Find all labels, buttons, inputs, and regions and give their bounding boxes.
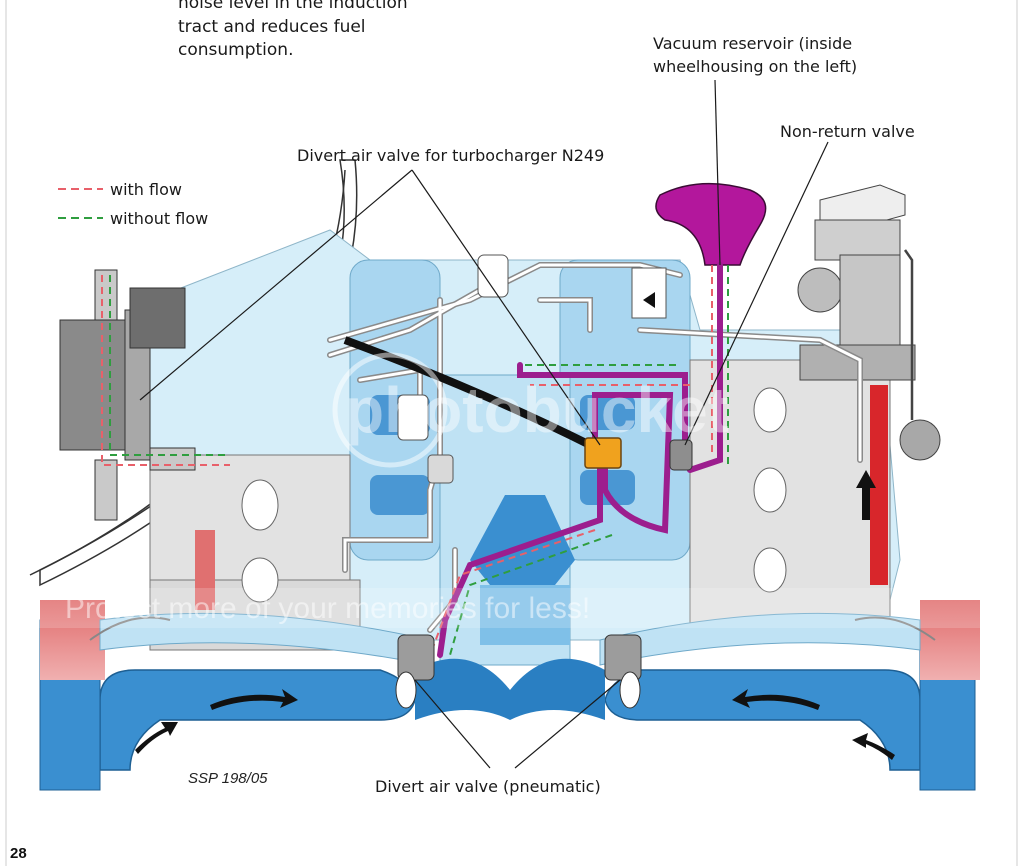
right-bore-1 xyxy=(753,387,787,433)
wiring-harness xyxy=(343,336,592,449)
n249-side-port-right xyxy=(149,447,196,471)
n249-side-port-top xyxy=(94,269,118,321)
connector-top xyxy=(477,254,509,298)
page-number: 28 xyxy=(10,845,27,862)
right-bore-2 xyxy=(753,467,787,513)
pneumatic-divert-valve-right xyxy=(604,634,642,681)
left-hot-side xyxy=(40,600,105,680)
throttle-lower xyxy=(480,585,570,645)
left-exhaust-pipe xyxy=(195,530,215,610)
n249-side-connector xyxy=(129,287,186,349)
watermark-logo: photobucket xyxy=(345,374,729,446)
charge-air-pipe-right xyxy=(604,669,921,771)
right-bore-3 xyxy=(753,547,787,593)
photobucket-watermark: photobucket Protect more of your memorie… xyxy=(30,352,990,628)
non-return-valve xyxy=(669,439,693,471)
n249-side-body xyxy=(59,319,131,451)
label-divert-valve-pneumatic: Divert air valve (pneumatic) xyxy=(375,777,601,796)
legend-without-flow-label: without flow xyxy=(110,209,208,228)
connector-left xyxy=(397,394,429,441)
label-divert-valve-n249: Divert air valve for turbocharger N249 xyxy=(297,146,604,165)
intro-text-line-2: tract and reduces fuel xyxy=(178,17,366,37)
right-cylinder-head xyxy=(689,359,891,641)
charge-air-junction xyxy=(415,658,605,720)
figure-id: SSP 198/05 xyxy=(188,770,268,787)
left-bore-1 xyxy=(241,479,279,531)
label-vacuum-reservoir-1: Vacuum reservoir (inside xyxy=(653,34,852,53)
wastegate-actuator xyxy=(899,419,941,461)
compressor-outlet-right xyxy=(599,612,921,666)
left-bore-2 xyxy=(241,557,279,603)
label-non-return-valve: Non-return valve xyxy=(780,122,915,141)
right-exhaust-pipe xyxy=(870,385,888,585)
charge-air-flow-arrows xyxy=(135,689,895,760)
vacuum-reservoir xyxy=(655,182,767,266)
connector-small xyxy=(427,454,454,484)
throttle-body xyxy=(470,495,575,585)
turbo-compressor xyxy=(797,267,843,313)
flow-dashes xyxy=(431,265,729,656)
wastegate-rod xyxy=(903,249,914,420)
intro-text-line-1: noise level in the induction xyxy=(178,0,408,13)
right-hot-side xyxy=(920,600,980,680)
pneumatic-divert-valve-left xyxy=(397,634,435,681)
watermark-slogan: Protect more of your memories for less! xyxy=(65,592,590,625)
n249-side-port-bottom xyxy=(94,459,118,521)
vacuum-line-magenta xyxy=(437,262,723,658)
leader-lines xyxy=(139,79,829,769)
flow-arrow-up xyxy=(856,470,876,520)
turbo-body xyxy=(839,254,901,346)
port-left-2 xyxy=(370,475,430,515)
n249-divert-air-valve xyxy=(584,437,622,469)
turbo-housing-top xyxy=(814,219,901,261)
label-vacuum-reservoir-2: wheelhousing on the left) xyxy=(653,57,857,76)
intro-text-line-3: consumption. xyxy=(178,40,293,60)
connector-right xyxy=(631,267,667,319)
legend-with-flow-label: with flow xyxy=(110,180,182,199)
charge-air-pipe-left xyxy=(99,669,416,771)
legend: with flow without flow xyxy=(58,180,208,228)
